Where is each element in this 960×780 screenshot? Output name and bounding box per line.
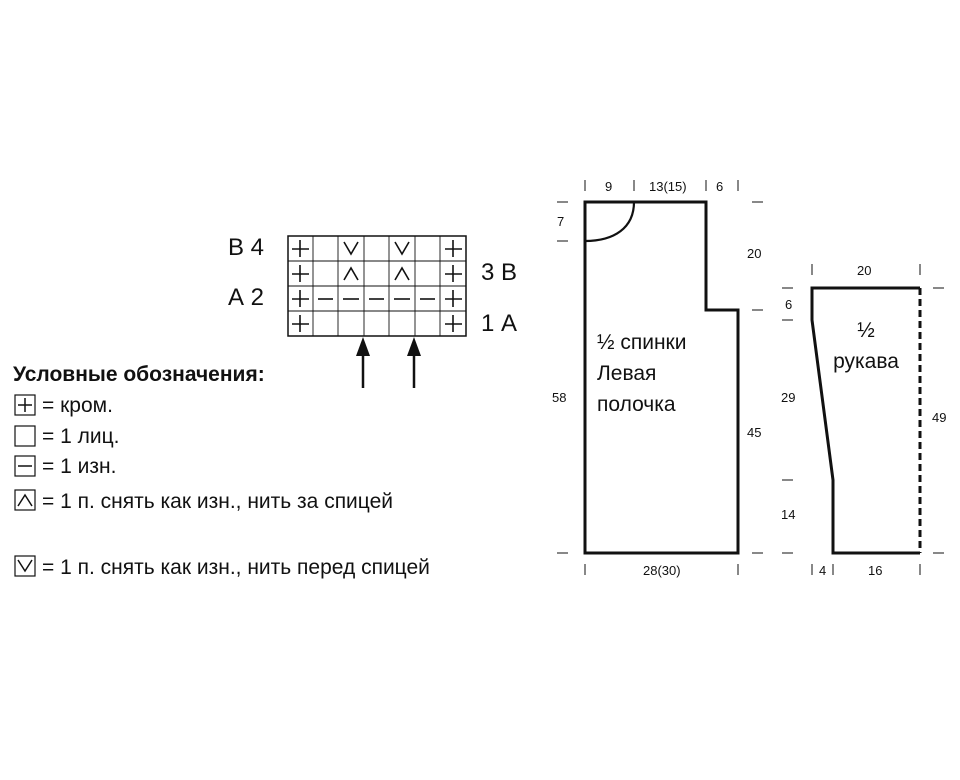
dim-sleeve-top-width: 20 [857, 263, 871, 278]
body-label-line-3: полочка [597, 393, 676, 416]
legend-title: Условные обозначения: [13, 363, 265, 386]
sleeve-label-line-2: рукава [833, 350, 899, 373]
knit-stitch-icon [14, 425, 36, 447]
slip-behind-icon [394, 266, 410, 281]
row-label-b4: В 4 [228, 234, 264, 261]
body-dimension-labels: 9 13(15) 6 7 20 58 45 28(30) [552, 179, 761, 578]
slip-front-icon [394, 241, 410, 256]
chart-symbols [292, 240, 462, 332]
dim-sleeve-total-length: 49 [932, 410, 946, 425]
neckline-curve [584, 201, 636, 243]
legend-text-slip-front: = 1 п. снять как изн., нить перед спицей [42, 556, 430, 579]
repeat-arrows [356, 337, 421, 388]
row-label-b3: 3 В [481, 259, 517, 286]
body-piece: ½ спинки Левая полочка 9 13(15) 6 7 20 5… [552, 179, 763, 578]
edge-stitch-icon [292, 290, 309, 307]
body-label: ½ спинки Левая полочка [597, 331, 686, 416]
body-outline [583, 200, 740, 555]
dim-top-right: 6 [716, 179, 723, 194]
legend-item-slip-front: = 1 п. снять как изн., нить перед спицей [14, 555, 430, 579]
dim-sleeve-upper: 29 [781, 390, 795, 405]
dim-sleeve-cap: 6 [785, 297, 792, 312]
legend-text-slip-behind: = 1 п. снять как изн., нить за спицей [42, 490, 393, 513]
sleeve-label: ½ рукава [833, 319, 899, 373]
legend: Условные обозначения: = кром. = 1 лиц. =… [13, 363, 430, 579]
slip-behind-icon [343, 266, 359, 281]
legend-text-edge: = кром. [42, 394, 113, 417]
edge-stitch-icon [292, 315, 309, 332]
dim-top-mid: 13(15) [649, 179, 687, 194]
sleeve-dimension-ticks [782, 264, 944, 575]
edge-stitch-icon [292, 265, 309, 282]
dim-sleeve-bottom-width: 16 [868, 563, 882, 578]
arrow-up-icon [356, 337, 370, 388]
dim-total-length: 58 [552, 390, 566, 405]
slip-behind-icon [14, 489, 36, 511]
row-label-a1: 1 А [481, 310, 517, 337]
legend-item-purl: = 1 изн. [14, 455, 116, 478]
purl-stitch-icon [14, 455, 36, 477]
dim-side-length: 45 [747, 425, 761, 440]
sleeve-label-line-1: ½ [857, 319, 875, 342]
arrow-up-icon [407, 337, 421, 388]
dim-sleeve-lower: 14 [781, 507, 795, 522]
edge-stitch-icon [445, 290, 462, 307]
dim-sleeve-bottom-offset: 4 [819, 563, 826, 578]
legend-text-knit: = 1 лиц. [42, 425, 119, 448]
sleeve-outline-solid [810, 286, 920, 555]
body-label-line-1: ½ спинки [597, 331, 686, 354]
edge-stitch-icon [292, 240, 309, 257]
dim-armhole: 20 [747, 246, 761, 261]
legend-item-edge: = кром. [14, 394, 113, 417]
slip-front-icon [14, 555, 36, 577]
edge-stitch-icon [445, 315, 462, 332]
legend-item-knit: = 1 лиц. [14, 425, 119, 448]
chart-grid [287, 235, 467, 337]
body-dimension-ticks [557, 180, 763, 575]
sleeve-piece: ½ рукава 20 6 29 14 49 4 16 [781, 263, 946, 578]
legend-text-purl: = 1 изн. [42, 455, 116, 478]
stitch-chart: В 4 А 2 3 В 1 А [228, 234, 517, 388]
row-label-a2: А 2 [228, 284, 264, 311]
edge-stitch-icon [445, 265, 462, 282]
edge-stitch-icon [14, 394, 36, 416]
sleeve-dimension-labels: 20 6 29 14 49 4 16 [781, 263, 946, 578]
dim-top-left: 9 [605, 179, 612, 194]
slip-front-icon [343, 241, 359, 256]
dim-bottom-width: 28(30) [643, 563, 681, 578]
edge-stitch-icon [445, 240, 462, 257]
dim-neck-depth: 7 [557, 214, 564, 229]
body-label-line-2: Левая [597, 362, 656, 385]
legend-item-slip-behind: = 1 п. снять как изн., нить за спицей [14, 489, 393, 513]
